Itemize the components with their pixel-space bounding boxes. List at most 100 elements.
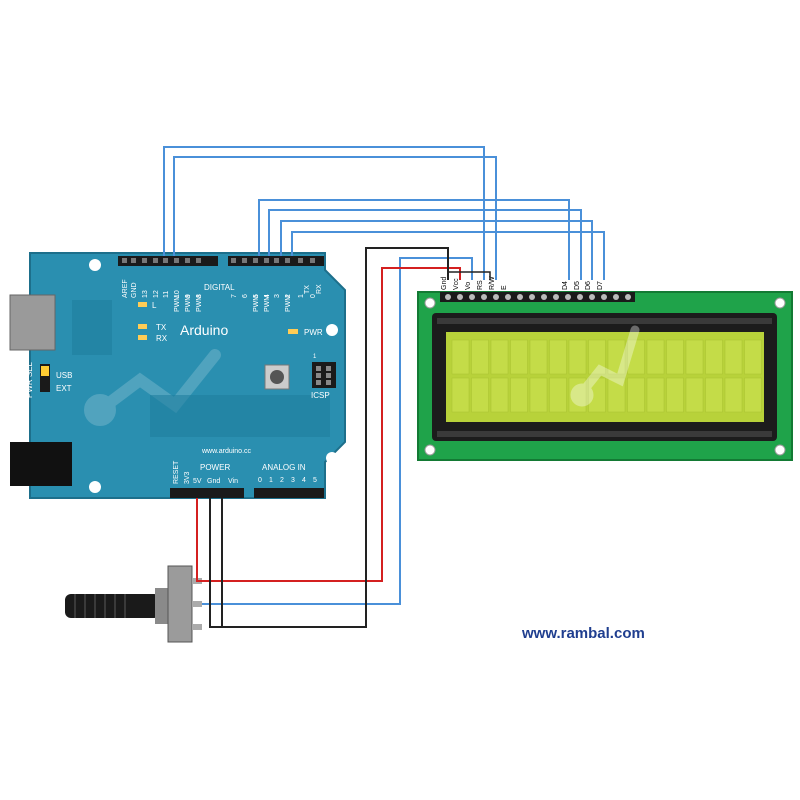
digital-pin: [274, 258, 279, 263]
lcd-char-cell: [490, 339, 509, 375]
digital-pin: [153, 258, 158, 263]
lcd-pin: [565, 294, 571, 300]
usb-label: USB: [56, 371, 72, 380]
lcd-char-cell: [627, 339, 645, 375]
power-header: [170, 488, 244, 498]
lcd-pin-label: Vo: [465, 282, 472, 290]
lcd-char-cell: [529, 339, 548, 375]
digital-pin: [310, 258, 315, 263]
potentiometer-body: [167, 565, 193, 643]
digital-pin-label: GND: [131, 282, 138, 298]
potentiometer[interactable]: [65, 565, 202, 643]
pwr-sel-label: PWR SEL: [25, 361, 34, 398]
arduino-watermark-icon: [84, 349, 221, 426]
digital-pin: [174, 258, 179, 263]
lcd-char-cell: [627, 377, 645, 413]
lcd-pin: [493, 294, 499, 300]
website-credit[interactable]: www.rambal.com: [521, 625, 645, 642]
digital-pin-label: 7: [231, 294, 238, 298]
lcd-pin-label: D4: [562, 281, 569, 290]
digital-pin: [163, 258, 168, 263]
lcd-pin-label: D5: [574, 281, 581, 290]
lcd-pin-label: RS: [477, 280, 484, 290]
pwm-label: PWM: [196, 295, 203, 312]
lcd-char-cell: [685, 339, 704, 375]
pwm-label: PWM: [185, 295, 192, 312]
lcd-char-cell: [724, 339, 743, 375]
lcd-pin: [541, 294, 547, 300]
lcd-char-cell: [568, 339, 587, 375]
lcd-char-grid: [451, 339, 762, 413]
lcd-watermark-icon: [570, 325, 640, 407]
l-led-label: L: [152, 301, 157, 310]
rx-led: [138, 335, 147, 340]
lcd-pin-header: [440, 292, 635, 302]
brand-logo-text: Arduino: [180, 322, 228, 338]
pwm-label: PWM: [174, 295, 181, 312]
digital-pin: [253, 258, 258, 263]
lcd-pin: [457, 294, 463, 300]
lcd-char-cell: [724, 377, 743, 413]
digital-pin-label: 1: [298, 294, 305, 298]
lcd-char-cell: [549, 377, 567, 413]
ext-label: EXT: [56, 384, 72, 393]
analog-in-label: ANALOG IN: [262, 463, 306, 472]
digital-pin: [231, 258, 236, 263]
potentiometer-shaft: [65, 594, 160, 618]
lcd-char-cell: [646, 339, 665, 375]
digital-label: DIGITAL: [204, 283, 235, 292]
lcd-pin: [601, 294, 607, 300]
digital-pin-label: 8: [196, 294, 203, 298]
analog-pin-label: 1: [269, 477, 273, 484]
icsp-label: ICSP: [311, 391, 330, 400]
digital-pin-label: 3: [274, 294, 281, 298]
icsp-header: [312, 362, 336, 388]
digital-pin-label: 4: [264, 294, 271, 298]
pwr-sel-jumper[interactable]: [40, 364, 50, 392]
lcd-char-cell: [705, 377, 723, 413]
wire-vo: [202, 257, 473, 605]
lcd-char-cell: [607, 339, 626, 375]
analog-pin-label: 2: [280, 477, 284, 484]
power-label: POWER: [200, 463, 230, 472]
tx-pin-label: TX: [304, 285, 311, 294]
digital-pin: [131, 258, 136, 263]
v33-label: 3V3: [184, 471, 191, 484]
lcd-char-cell: [471, 339, 489, 375]
v5-label: 5V: [193, 478, 202, 485]
lcd-pin: [445, 294, 451, 300]
lcd-char-cell: [529, 377, 548, 413]
gnd-label: Gnd: [207, 478, 220, 485]
digital-pin-label: 10: [174, 290, 181, 298]
lcd-char-cell: [451, 377, 470, 413]
digital-pin: [142, 258, 147, 263]
wire-rw-gnd: [447, 271, 491, 280]
arduino-url: www.arduino.cc: [201, 448, 252, 455]
lcd-char-cell: [744, 339, 762, 375]
reset-button-cap: [270, 370, 284, 384]
lcd-char-cell: [744, 377, 762, 413]
analog-pin-label: 0: [258, 477, 262, 484]
icsp-pins: [316, 366, 331, 385]
digital-pin-label: 13: [142, 290, 149, 298]
lcd-pin: [625, 294, 631, 300]
pwr-led: [288, 329, 298, 334]
usb-connector: [9, 294, 56, 351]
lcd-char-cell: [646, 377, 665, 413]
lcd-char-cell: [490, 377, 509, 413]
wire-5v: [196, 267, 461, 582]
digital-pin: [298, 258, 303, 263]
lcd-pin-label: E: [501, 285, 508, 290]
lcd-pin: [505, 294, 511, 300]
reset-label: RESET: [173, 460, 180, 484]
digital-pin: [285, 258, 290, 263]
lcd-pin: [613, 294, 619, 300]
lcd-pin: [517, 294, 523, 300]
rx-led-label: RX: [156, 334, 168, 343]
lcd-char-cell: [451, 339, 470, 375]
lcd-char-cell: [666, 339, 684, 375]
pwm-label: PWM: [264, 295, 271, 312]
